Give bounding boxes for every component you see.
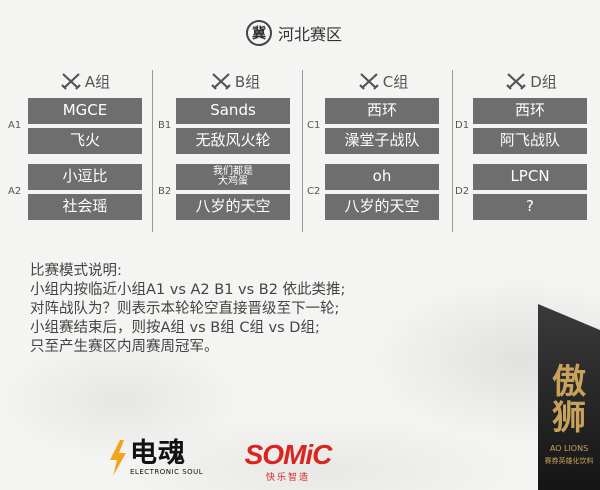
seed-label-b1: B1 [158, 120, 172, 131]
group-b-header: B组 [172, 70, 298, 92]
group-d-title: D组 [530, 72, 557, 91]
team-name-line: 大鸡蛋 [218, 176, 248, 187]
lightning-bolt-icon [110, 440, 126, 476]
team-cell: LPCN [473, 164, 587, 190]
crossed-swords-icon [506, 73, 526, 90]
crossed-swords-icon [211, 73, 231, 90]
rules-line: 对阵战队为？则表示本轮轮空直接晋级至下一轮; [30, 301, 340, 317]
seed-label-d1: D1 [455, 120, 470, 131]
ao-lions-char: 傲 [552, 362, 586, 402]
seed-label-c1: C1 [307, 120, 321, 131]
crossed-swords-icon [61, 73, 81, 90]
group-a: A组 [22, 70, 148, 92]
team-cell: 我们都是 大鸡蛋 [176, 164, 290, 190]
group-c-title: C组 [382, 72, 409, 91]
region-title: 河北赛区 [278, 25, 343, 44]
somic-logo: SOMiC 快乐智造 [232, 439, 344, 484]
crossed-swords-icon [358, 73, 379, 90]
team-cell: 八岁的天空 [325, 194, 439, 220]
team-cell: 西环 [473, 98, 587, 124]
seed-label-c2: C2 [307, 186, 321, 197]
team-cell: 社会瑶 [28, 194, 142, 220]
group-b: B组 [172, 70, 298, 92]
dianhun-logo-subtext: ELECTRONIC SOUL [130, 468, 204, 476]
rules-line: 小组内按临近小组A1 vs A2 B1 vs B2 依此类推; [30, 282, 346, 298]
ao-lions-char: 狮 [552, 398, 586, 438]
team-name-line: 我们都是 [213, 165, 253, 177]
team-cell: 八岁的天空 [176, 194, 290, 220]
seed-label-d2: D2 [455, 186, 470, 197]
team-cell: 澡堂子战队 [325, 128, 439, 154]
group-divider [452, 70, 453, 232]
ao-lions-sub: 赛券英雄化饮料 [544, 457, 594, 465]
region-header: 冀 河北赛区 [246, 18, 342, 48]
team-cell: 西环 [325, 98, 439, 124]
rules-text: 比赛模式说明: 小组内按临近小组A1 vs A2 B1 vs B2 依此类推; … [30, 262, 345, 357]
rules-line: 小组赛结束后，则按A组 vs B组 C组 vs D组; [30, 320, 320, 336]
ao-lions-logo: 傲 狮 AO LIONS 赛券英雄化饮料 [538, 304, 600, 490]
seed-label-b2: B2 [158, 186, 172, 197]
group-divider [302, 70, 303, 232]
dianhun-logo-text: 电魂 [130, 438, 186, 469]
team-cell: 无敌风火轮 [176, 128, 290, 154]
team-cell: 飞火 [28, 128, 142, 154]
somic-logo-text: SOMiC [244, 439, 333, 470]
team-cell: Sands [176, 98, 290, 124]
region-badge-icon: 冀 [246, 20, 272, 46]
group-c: C组 [320, 70, 446, 92]
somic-logo-subtext: 快乐智造 [265, 473, 310, 483]
group-c-header: C组 [320, 70, 446, 92]
dianhun-logo: 电魂 ELECTRONIC SOUL [108, 440, 203, 476]
rules-line: 比赛模式说明: [30, 263, 122, 279]
group-a-header: A组 [22, 70, 148, 92]
group-d-header: D组 [468, 70, 594, 92]
group-b-title: B组 [234, 72, 261, 91]
seed-label-a2: A2 [8, 186, 22, 197]
group-divider [152, 70, 153, 232]
seed-label-a1: A1 [8, 120, 22, 131]
team-cell: oh [325, 164, 439, 190]
ao-lions-en: AO LIONS [549, 444, 589, 453]
background-fog [0, 220, 600, 490]
team-cell: MGCE [28, 98, 142, 124]
team-cell: 小逗比 [28, 164, 142, 190]
group-d: D组 [468, 70, 594, 92]
rules-line: 只至产生赛区内周赛周冠军。 [30, 339, 219, 355]
team-cell: ? [473, 194, 587, 220]
group-a-title: A组 [84, 72, 111, 91]
team-cell: 阿飞战队 [473, 128, 587, 154]
